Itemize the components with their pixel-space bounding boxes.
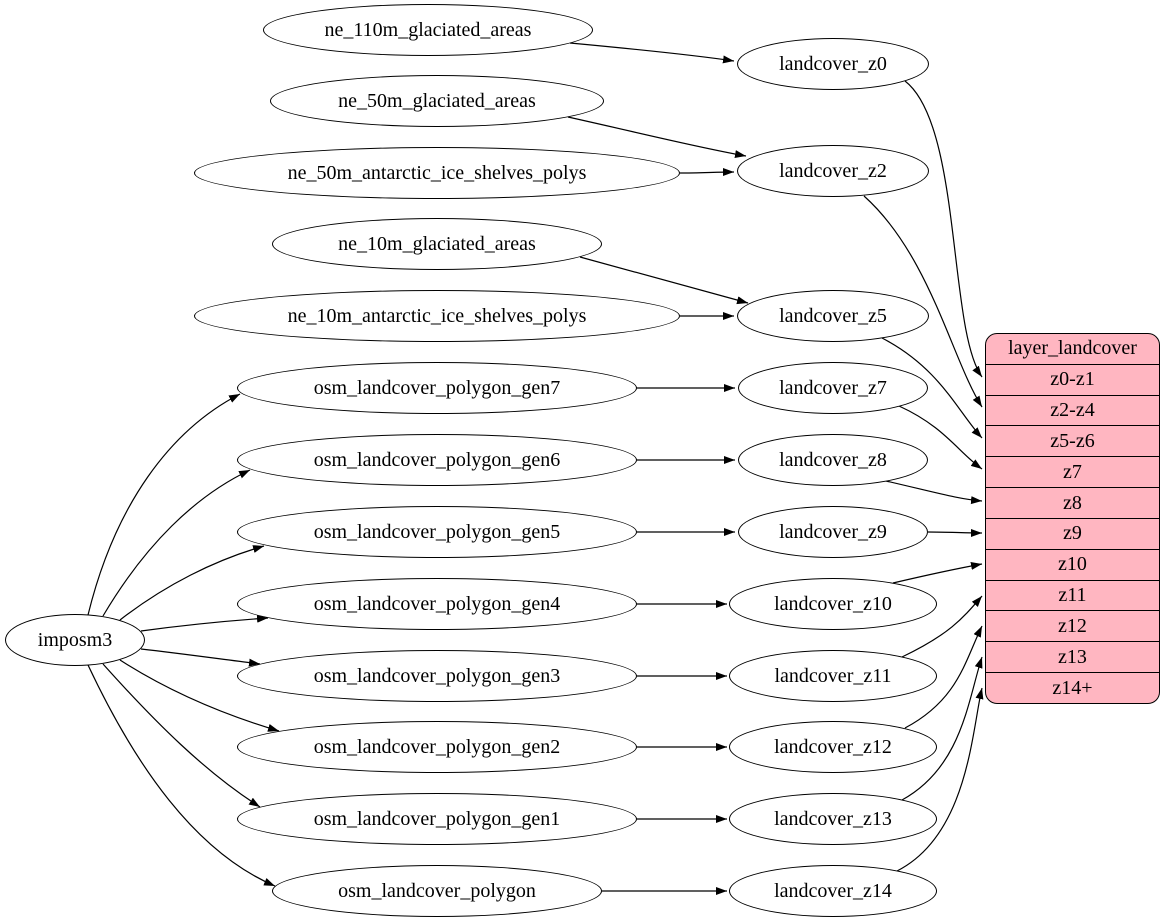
edge-ne110m-z0: [569, 42, 735, 64]
node-osm-landcover-polygon-gen4: osm_landcover_polygon_gen4: [237, 578, 637, 630]
node-landcover-z8: landcover_z8: [738, 434, 928, 486]
edge-z13-row: [901, 656, 983, 801]
edge-z2-row: [863, 195, 983, 408]
node-landcover-z12: landcover_z12: [729, 721, 937, 773]
edge-imposm3-poly: [87, 664, 276, 887]
node-landcover-z2: landcover_z2: [737, 145, 929, 197]
table-row-z9: z9: [986, 517, 1159, 549]
node-landcover-z9: landcover_z9: [738, 506, 928, 558]
table-row-z13: z13: [986, 641, 1159, 672]
node-landcover-z5: landcover_z5: [737, 290, 929, 342]
node-osm-landcover-polygon: osm_landcover_polygon: [272, 865, 602, 917]
table-row-z0-z1: z0-z1: [986, 363, 1159, 395]
table-layer-landcover: layer_landcover z0-z1 z2-z4 z5-z6 z7 z8 …: [985, 333, 1160, 704]
edge-z10-row: [892, 562, 983, 584]
edge-imposm3-gen3: [140, 648, 261, 667]
edge-imposm3-gen7: [87, 393, 241, 616]
node-landcover-z14: landcover_z14: [729, 865, 937, 917]
node-ne-10m-glaciated-areas: ne_10m_glaciated_areas: [272, 218, 602, 270]
edge-imposm3-gen4: [140, 614, 269, 632]
edge-z11-row: [901, 595, 983, 658]
node-ne-110m-glaciated-areas: ne_110m_glaciated_areas: [263, 4, 593, 56]
node-osm-landcover-polygon-gen3: osm_landcover_polygon_gen3: [237, 650, 637, 702]
edge-imposm3-gen1: [102, 663, 261, 808]
node-landcover-z13: landcover_z13: [729, 793, 937, 845]
node-imposm3: imposm3: [5, 614, 145, 666]
edge-z0-row: [904, 80, 983, 378]
edge-z8-row: [885, 480, 983, 505]
node-osm-landcover-polygon-gen7: osm_landcover_polygon_gen7: [237, 362, 637, 414]
table-row-z10: z10: [986, 548, 1159, 580]
edge-ne10mgl-z5: [579, 256, 749, 305]
node-osm-landcover-polygon-gen1: osm_landcover_polygon_gen1: [237, 793, 637, 845]
table-row-z8: z8: [986, 487, 1159, 518]
edge-ne50mant-z2: [679, 168, 735, 177]
node-landcover-z7: landcover_z7: [738, 362, 928, 414]
edge-imposm3-gen6: [102, 469, 251, 617]
edge-z7-row: [898, 405, 983, 470]
node-osm-landcover-polygon-gen5: osm_landcover_polygon_gen5: [237, 506, 637, 558]
table-row-z11: z11: [986, 579, 1159, 611]
table-row-z5-z6: z5-z6: [986, 425, 1159, 456]
node-ne-50m-antarctic-ice-shelves-polys: ne_50m_antarctic_ice_shelves_polys: [194, 147, 680, 199]
node-osm-landcover-polygon-gen6: osm_landcover_polygon_gen6: [237, 434, 637, 486]
edge-z9-row: [927, 528, 983, 537]
table-row-z14plus: z14+: [986, 672, 1159, 703]
node-landcover-z11: landcover_z11: [729, 650, 937, 702]
edge-imposm3-gen2: [119, 659, 280, 732]
node-ne-50m-glaciated-areas: ne_50m_glaciated_areas: [270, 75, 604, 127]
table-row-z2-z4: z2-z4: [986, 394, 1159, 426]
table-row-z7: z7: [986, 456, 1159, 487]
table-row-z12: z12: [986, 610, 1159, 641]
node-osm-landcover-polygon-gen2: osm_landcover_polygon_gen2: [237, 721, 637, 773]
node-landcover-z0: landcover_z0: [737, 38, 929, 90]
node-landcover-z10: landcover_z10: [729, 578, 937, 630]
edge-ne50mgl-z2: [567, 116, 747, 159]
edge-z12-row: [904, 625, 983, 729]
node-ne-10m-antarctic-ice-shelves-polys: ne_10m_antarctic_ice_shelves_polys: [194, 290, 680, 342]
table-header: layer_landcover: [1008, 337, 1137, 360]
edge-z5-row: [881, 337, 983, 439]
edge-imposm3-gen5: [119, 545, 265, 621]
edge-z14-row: [896, 687, 984, 872]
